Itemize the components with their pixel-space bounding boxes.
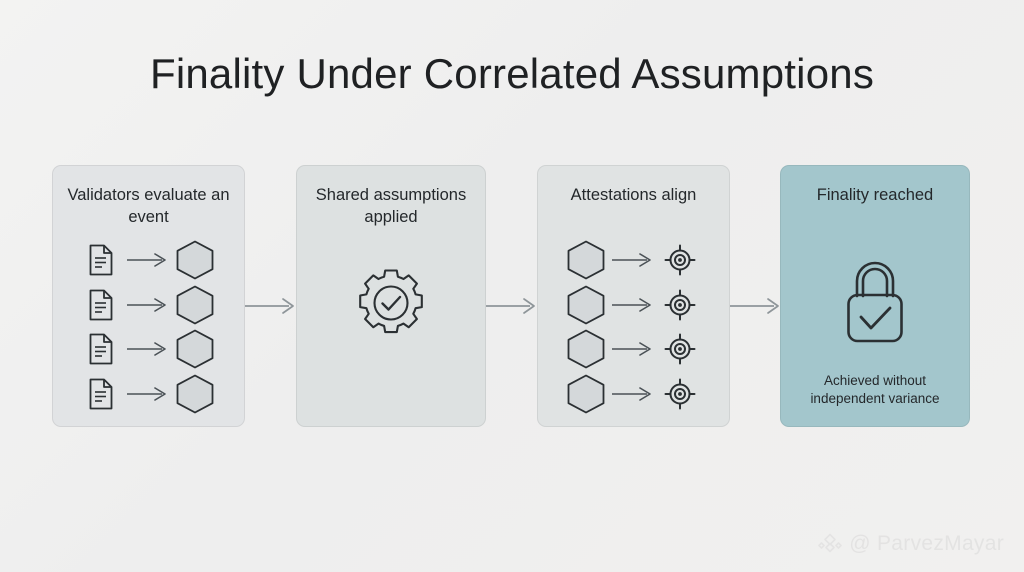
card-title: Attestations align [570, 186, 697, 204]
target-icon [656, 244, 704, 276]
hexagon-icon [564, 240, 608, 280]
target-icon [656, 378, 704, 410]
card-title: Finality reached [816, 186, 934, 204]
card-shared-assumptions: Shared assumptions applied [296, 165, 486, 427]
arrow-right-icon [123, 253, 171, 268]
watermark-handle: @ ParvezMayar [849, 532, 1004, 555]
target-icon [656, 333, 704, 365]
hexagon-icon [171, 374, 219, 414]
arrow-right-icon [608, 253, 656, 268]
watermark: @ ParvezMayar [818, 532, 1004, 556]
binance-diamond-icon [818, 532, 843, 556]
page-title: Finality Under Correlated Assumptions [149, 50, 875, 97]
gear-check-icon [297, 266, 485, 340]
arrow-right-icon [123, 386, 171, 401]
document-icon [79, 378, 123, 410]
list-item [538, 372, 729, 417]
document-icon [79, 333, 123, 365]
validator-row-list [53, 238, 244, 416]
document-icon [79, 244, 123, 276]
lock-check-icon [781, 254, 969, 346]
target-icon [656, 289, 704, 321]
card-validators-evaluate: Validators evaluate an event [52, 165, 245, 427]
list-item [53, 372, 244, 417]
hexagon-icon [171, 285, 219, 325]
arrow-right-icon [608, 342, 656, 357]
document-icon [79, 289, 123, 321]
hexagon-icon [171, 240, 219, 280]
list-item [538, 283, 729, 328]
card-caption: Achieved without independent variance [810, 373, 940, 406]
attestation-row-list [538, 238, 729, 416]
arrow-right-icon [123, 342, 171, 357]
hexagon-icon [564, 374, 608, 414]
list-item [53, 283, 244, 328]
card-title: Validators evaluate an event [67, 186, 230, 226]
card-attestations-align: Attestations align [537, 165, 730, 427]
connector-arrow-right-icon [486, 296, 538, 316]
hexagon-icon [564, 285, 608, 325]
arrow-right-icon [123, 297, 171, 312]
list-item [538, 238, 729, 283]
card-title: Shared assumptions applied [315, 186, 467, 226]
connector-arrow-right-icon [730, 296, 782, 316]
connector-arrow-right-icon [245, 296, 297, 316]
arrow-right-icon [608, 297, 656, 312]
list-item [538, 327, 729, 372]
list-item [53, 238, 244, 283]
hexagon-icon [564, 329, 608, 369]
arrow-right-icon [608, 386, 656, 401]
card-finality-reached: Finality reached Achieved without indepe… [780, 165, 970, 427]
hexagon-icon [171, 329, 219, 369]
list-item [53, 327, 244, 372]
